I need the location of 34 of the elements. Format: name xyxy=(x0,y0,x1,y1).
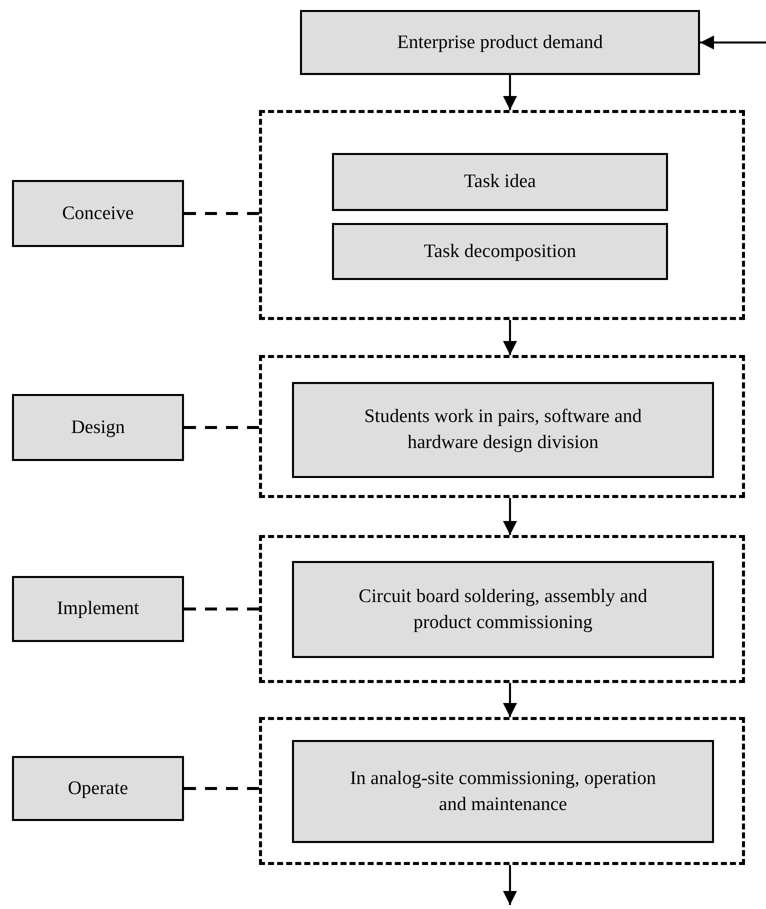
box-text: Circuit board soldering, assembly and product commissioning xyxy=(358,584,648,634)
arrow xyxy=(503,498,517,535)
dashed-connector xyxy=(184,426,259,429)
box-text: Operate xyxy=(68,776,128,801)
box-text: In analog-site commissioning, operation and maintenance xyxy=(348,766,658,816)
dashed-group-box xyxy=(259,717,745,865)
dashed-connector xyxy=(184,787,259,790)
process-box xyxy=(292,740,714,843)
stage-box xyxy=(12,756,184,821)
arrow xyxy=(503,865,517,905)
arrow xyxy=(503,683,517,717)
stage-box xyxy=(12,394,184,461)
process-box xyxy=(332,153,668,211)
box-text: Task idea xyxy=(464,170,536,194)
box-text: Implement xyxy=(56,597,140,622)
process-box xyxy=(292,382,714,478)
box-text: Enterprise product demand xyxy=(397,30,603,55)
dashed-group-box xyxy=(259,535,745,683)
box-text: Students work in pairs, software and hardware design division xyxy=(363,405,643,455)
box-text: Task decomposition xyxy=(424,240,576,264)
stage-box xyxy=(12,576,184,642)
dashed-connector xyxy=(184,608,259,610)
dashed-connector xyxy=(184,212,259,215)
box-text: Design xyxy=(71,416,125,440)
process-box xyxy=(332,223,668,280)
box-text: Conceive xyxy=(62,202,134,226)
dashed-group-box xyxy=(259,355,745,498)
dashed-group-box xyxy=(259,110,745,320)
arrow xyxy=(700,36,766,50)
stage-box xyxy=(12,180,184,247)
stage-box xyxy=(300,10,700,75)
arrow xyxy=(503,75,517,110)
process-box xyxy=(292,561,714,658)
arrow xyxy=(503,320,517,355)
